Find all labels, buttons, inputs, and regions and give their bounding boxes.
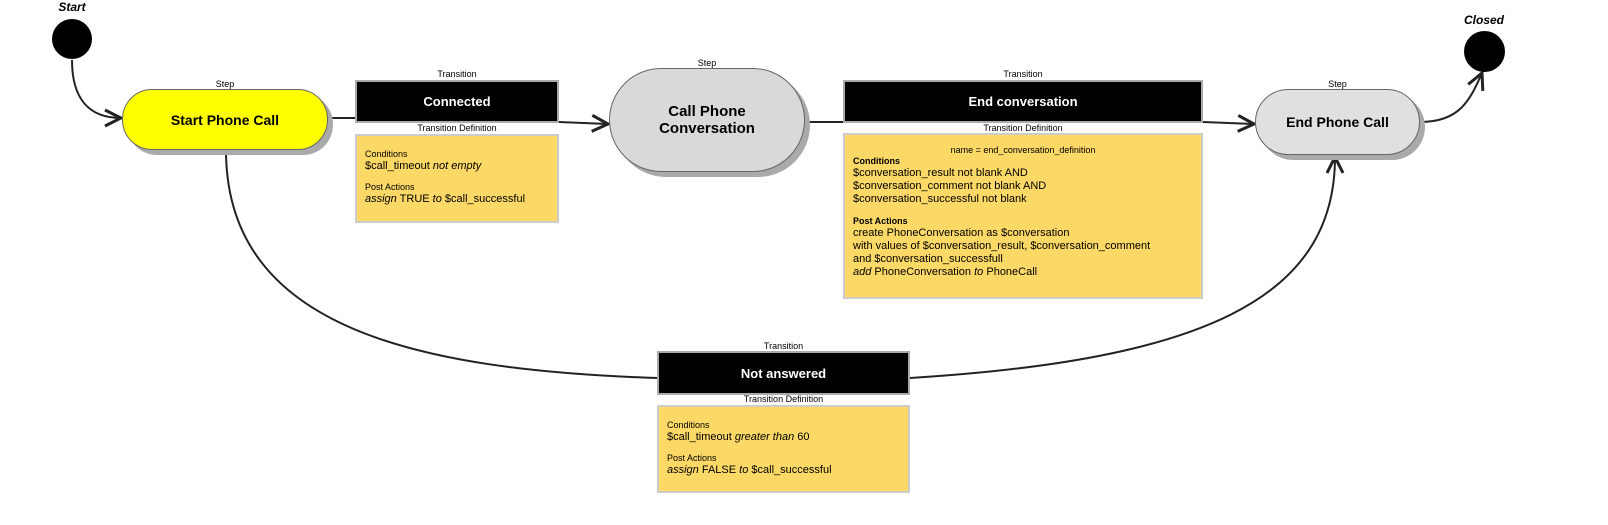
transition-type-label: Transition — [763, 341, 804, 351]
transition-definition-label: Transition Definition — [417, 123, 497, 133]
condition-op: greater than — [734, 431, 795, 443]
post-action: and $conversation_successfull — [853, 253, 1003, 265]
edge-end-conversation-to-end-phone-call — [1202, 122, 1254, 124]
start-label: Start — [58, 0, 86, 14]
value: FALSE — [701, 464, 737, 476]
target: $call_successful — [751, 464, 832, 476]
target: PhoneCall — [986, 266, 1038, 278]
condition: $conversation_result not blank AND — [853, 167, 1028, 179]
post-actions-label: Post Actions — [853, 216, 908, 226]
condition: $call_timeout greater than 60 — [667, 431, 900, 444]
transition-type-label: Transition — [1003, 69, 1043, 79]
step-end-phone-call[interactable]: End Phone Call — [1255, 89, 1420, 155]
definition-name: name = end_conversation_definition — [950, 145, 1096, 155]
post-action: with values of $conversation_result, $co… — [853, 240, 1151, 252]
edge-not-answered-to-end-phone-call — [909, 157, 1335, 379]
transition-definition-end-conversation[interactable]: name = end_conversation_definition Condi… — [843, 133, 1203, 299]
verb: assign — [365, 193, 397, 205]
conditions-label: Conditions — [853, 156, 900, 166]
condition: $call_timeout not empty — [365, 160, 549, 173]
edge-end-phone-call-to-closed — [1419, 73, 1482, 123]
transition-definition-connected[interactable]: Conditions $call_timeout not empty Post … — [355, 134, 559, 223]
transition-type-label: Transition — [437, 69, 477, 79]
edge-start-phone-call-to-not-answered — [225, 149, 658, 379]
post-actions-label: Post Actions — [365, 182, 415, 192]
to: to — [974, 266, 984, 278]
closed-node[interactable] — [1464, 31, 1505, 72]
condition: $conversation_successful not blank — [853, 193, 1027, 205]
transition-definition-not-answered[interactable]: Conditions $call_timeout greater than 60… — [657, 405, 910, 493]
step-type-label: Step — [697, 58, 717, 68]
step-type-label: Step — [215, 79, 235, 89]
closed-label: Closed — [1463, 13, 1504, 27]
edge-start-to-start-phone-call — [71, 59, 121, 118]
verb: assign — [667, 464, 699, 476]
start-node[interactable] — [52, 19, 92, 59]
post-actions-label: Post Actions — [667, 453, 717, 463]
post-action: add PhoneConversation to PhoneCall — [853, 266, 1193, 279]
to: to — [432, 193, 442, 205]
condition-var: $call_timeout — [365, 160, 430, 172]
post-action: assign TRUE to $call_successful — [365, 193, 549, 206]
value: TRUE — [399, 193, 430, 205]
step-call-phone-conversation[interactable]: Call Phone Conversation — [609, 68, 805, 172]
conditions-label: Conditions — [365, 149, 408, 159]
object: PhoneConversation — [874, 266, 972, 278]
transition-definition-label: Transition Definition — [983, 123, 1063, 133]
transition-definition-label: Transition Definition — [743, 394, 824, 404]
transition-not-answered[interactable]: Not answered — [657, 351, 910, 395]
post-action: assign FALSE to $call_successful — [667, 464, 900, 477]
conditions-label: Conditions — [667, 420, 710, 430]
transition-end-conversation[interactable]: End conversation — [843, 80, 1203, 123]
condition-var: $call_timeout — [667, 431, 732, 443]
edge-connected-to-call-phone-conversation — [558, 122, 608, 124]
step-type-label: Step — [1328, 79, 1347, 89]
transition-connected[interactable]: Connected — [355, 80, 559, 123]
condition-value: 60 — [797, 431, 810, 443]
target: $call_successful — [444, 193, 526, 205]
post-action: create PhoneConversation as $conversatio… — [853, 227, 1070, 239]
condition: $conversation_comment not blank AND — [853, 180, 1047, 192]
condition-op: not empty — [432, 160, 482, 172]
to: to — [739, 464, 749, 476]
verb: add — [853, 266, 872, 278]
step-start-phone-call[interactable]: Start Phone Call — [122, 89, 328, 150]
